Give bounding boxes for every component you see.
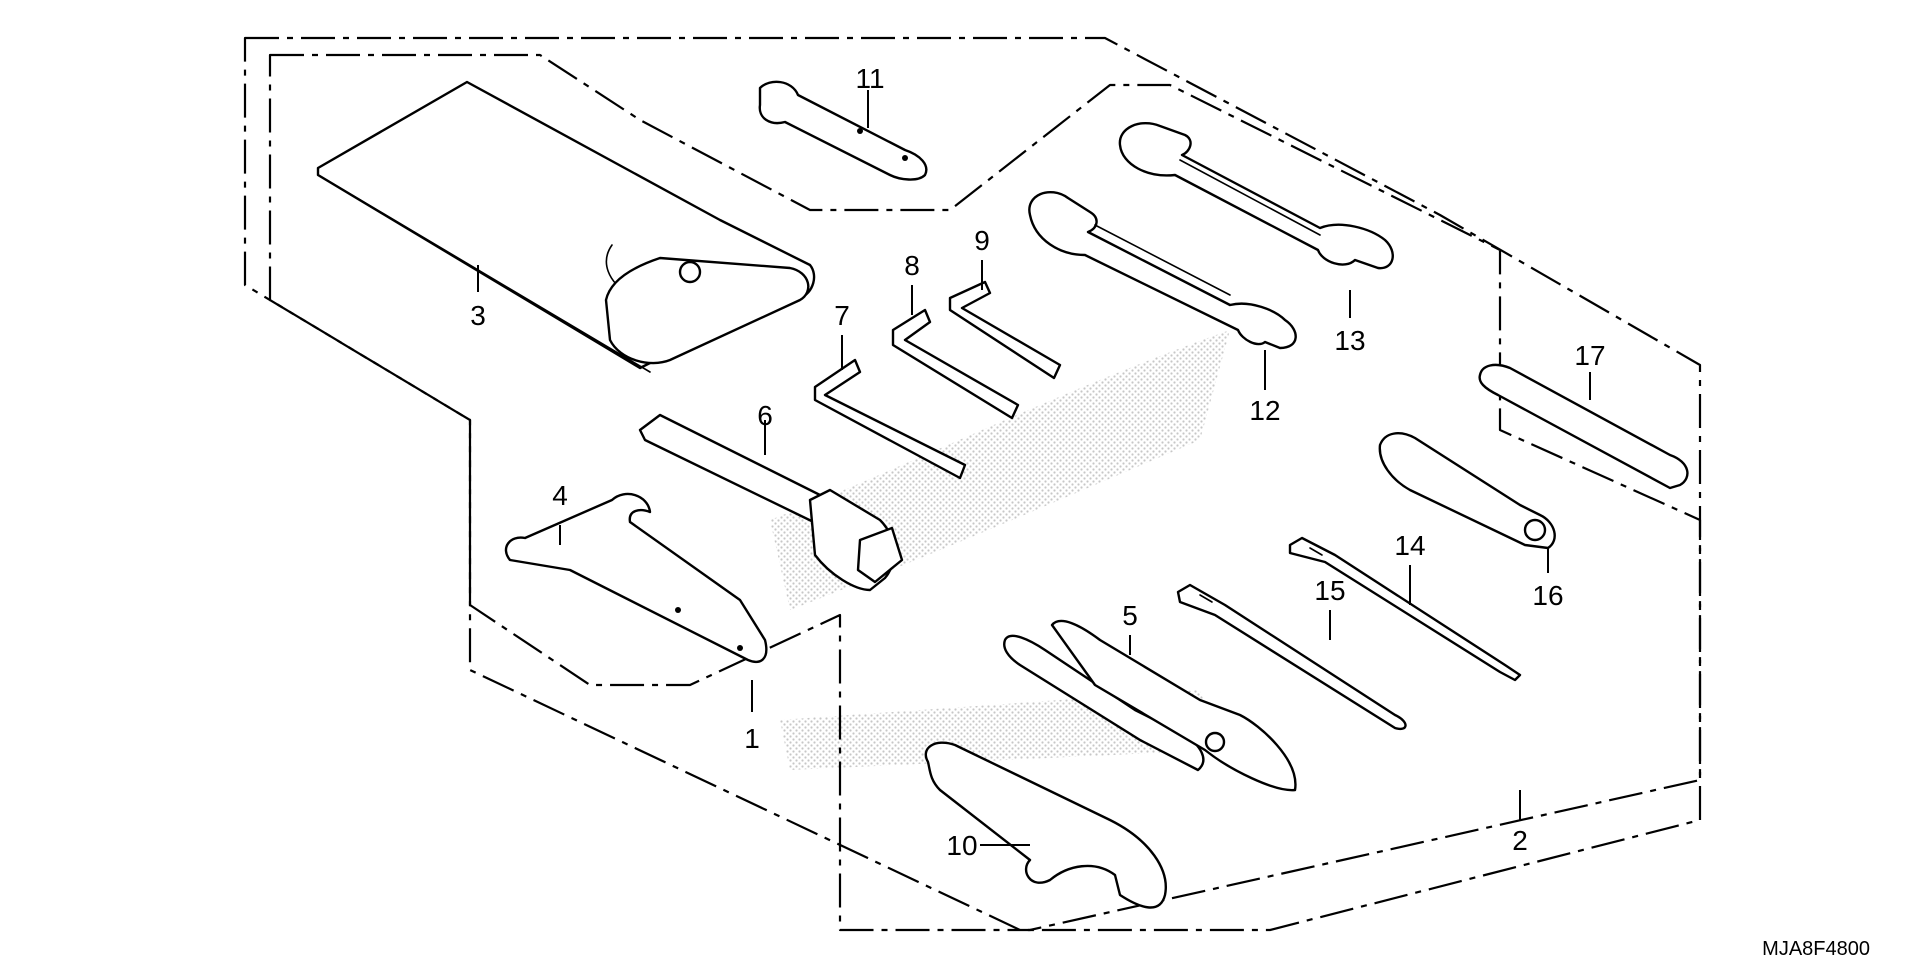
callout-9: 9 bbox=[974, 225, 990, 256]
callout-numbers: 1 2 3 4 5 6 7 8 9 10 11 12 13 14 15 16 1… bbox=[470, 63, 1605, 861]
callout-11: 11 bbox=[855, 63, 884, 94]
group-boundary-2 bbox=[243, 36, 1702, 932]
leader-lines bbox=[477, 90, 1591, 846]
double-end-wrench-13 bbox=[1118, 122, 1394, 270]
callout-16: 16 bbox=[1532, 580, 1563, 611]
hook-spanner-10 bbox=[924, 741, 1167, 909]
hex-key-9 bbox=[948, 280, 1062, 380]
callout-8: 8 bbox=[904, 250, 920, 281]
screwdriver-bit-14 bbox=[1288, 536, 1522, 682]
part-code-label: MJA8F4800 bbox=[1762, 938, 1870, 960]
callout-17: 17 bbox=[1574, 340, 1605, 371]
group-boundary-1 bbox=[268, 53, 1702, 932]
callout-15: 15 bbox=[1314, 575, 1345, 606]
callout-10: 10 bbox=[946, 830, 977, 861]
callout-5: 5 bbox=[1122, 600, 1138, 631]
callout-2: 2 bbox=[1512, 825, 1528, 856]
box-wrench bbox=[638, 413, 904, 592]
hex-key-8 bbox=[891, 308, 1020, 420]
callout-12: 12 bbox=[1249, 395, 1280, 426]
callout-14: 14 bbox=[1394, 530, 1425, 561]
double-end-wrench-12 bbox=[1028, 190, 1297, 350]
hook-spanner-4 bbox=[504, 492, 768, 663]
pliers bbox=[1003, 619, 1297, 792]
hex-key-7 bbox=[813, 358, 967, 480]
small-spanner bbox=[758, 80, 928, 181]
callout-13: 13 bbox=[1334, 325, 1365, 356]
callout-6: 6 bbox=[757, 400, 773, 431]
screwdriver-handle bbox=[1378, 432, 1556, 550]
sleeve-case bbox=[1478, 363, 1689, 490]
callout-1: 1 bbox=[744, 723, 760, 754]
callout-3: 3 bbox=[470, 300, 486, 331]
callout-4: 4 bbox=[552, 480, 568, 511]
screwdriver-bit-15 bbox=[1176, 583, 1407, 731]
tool-bag bbox=[316, 80, 816, 373]
callout-7: 7 bbox=[834, 300, 850, 331]
